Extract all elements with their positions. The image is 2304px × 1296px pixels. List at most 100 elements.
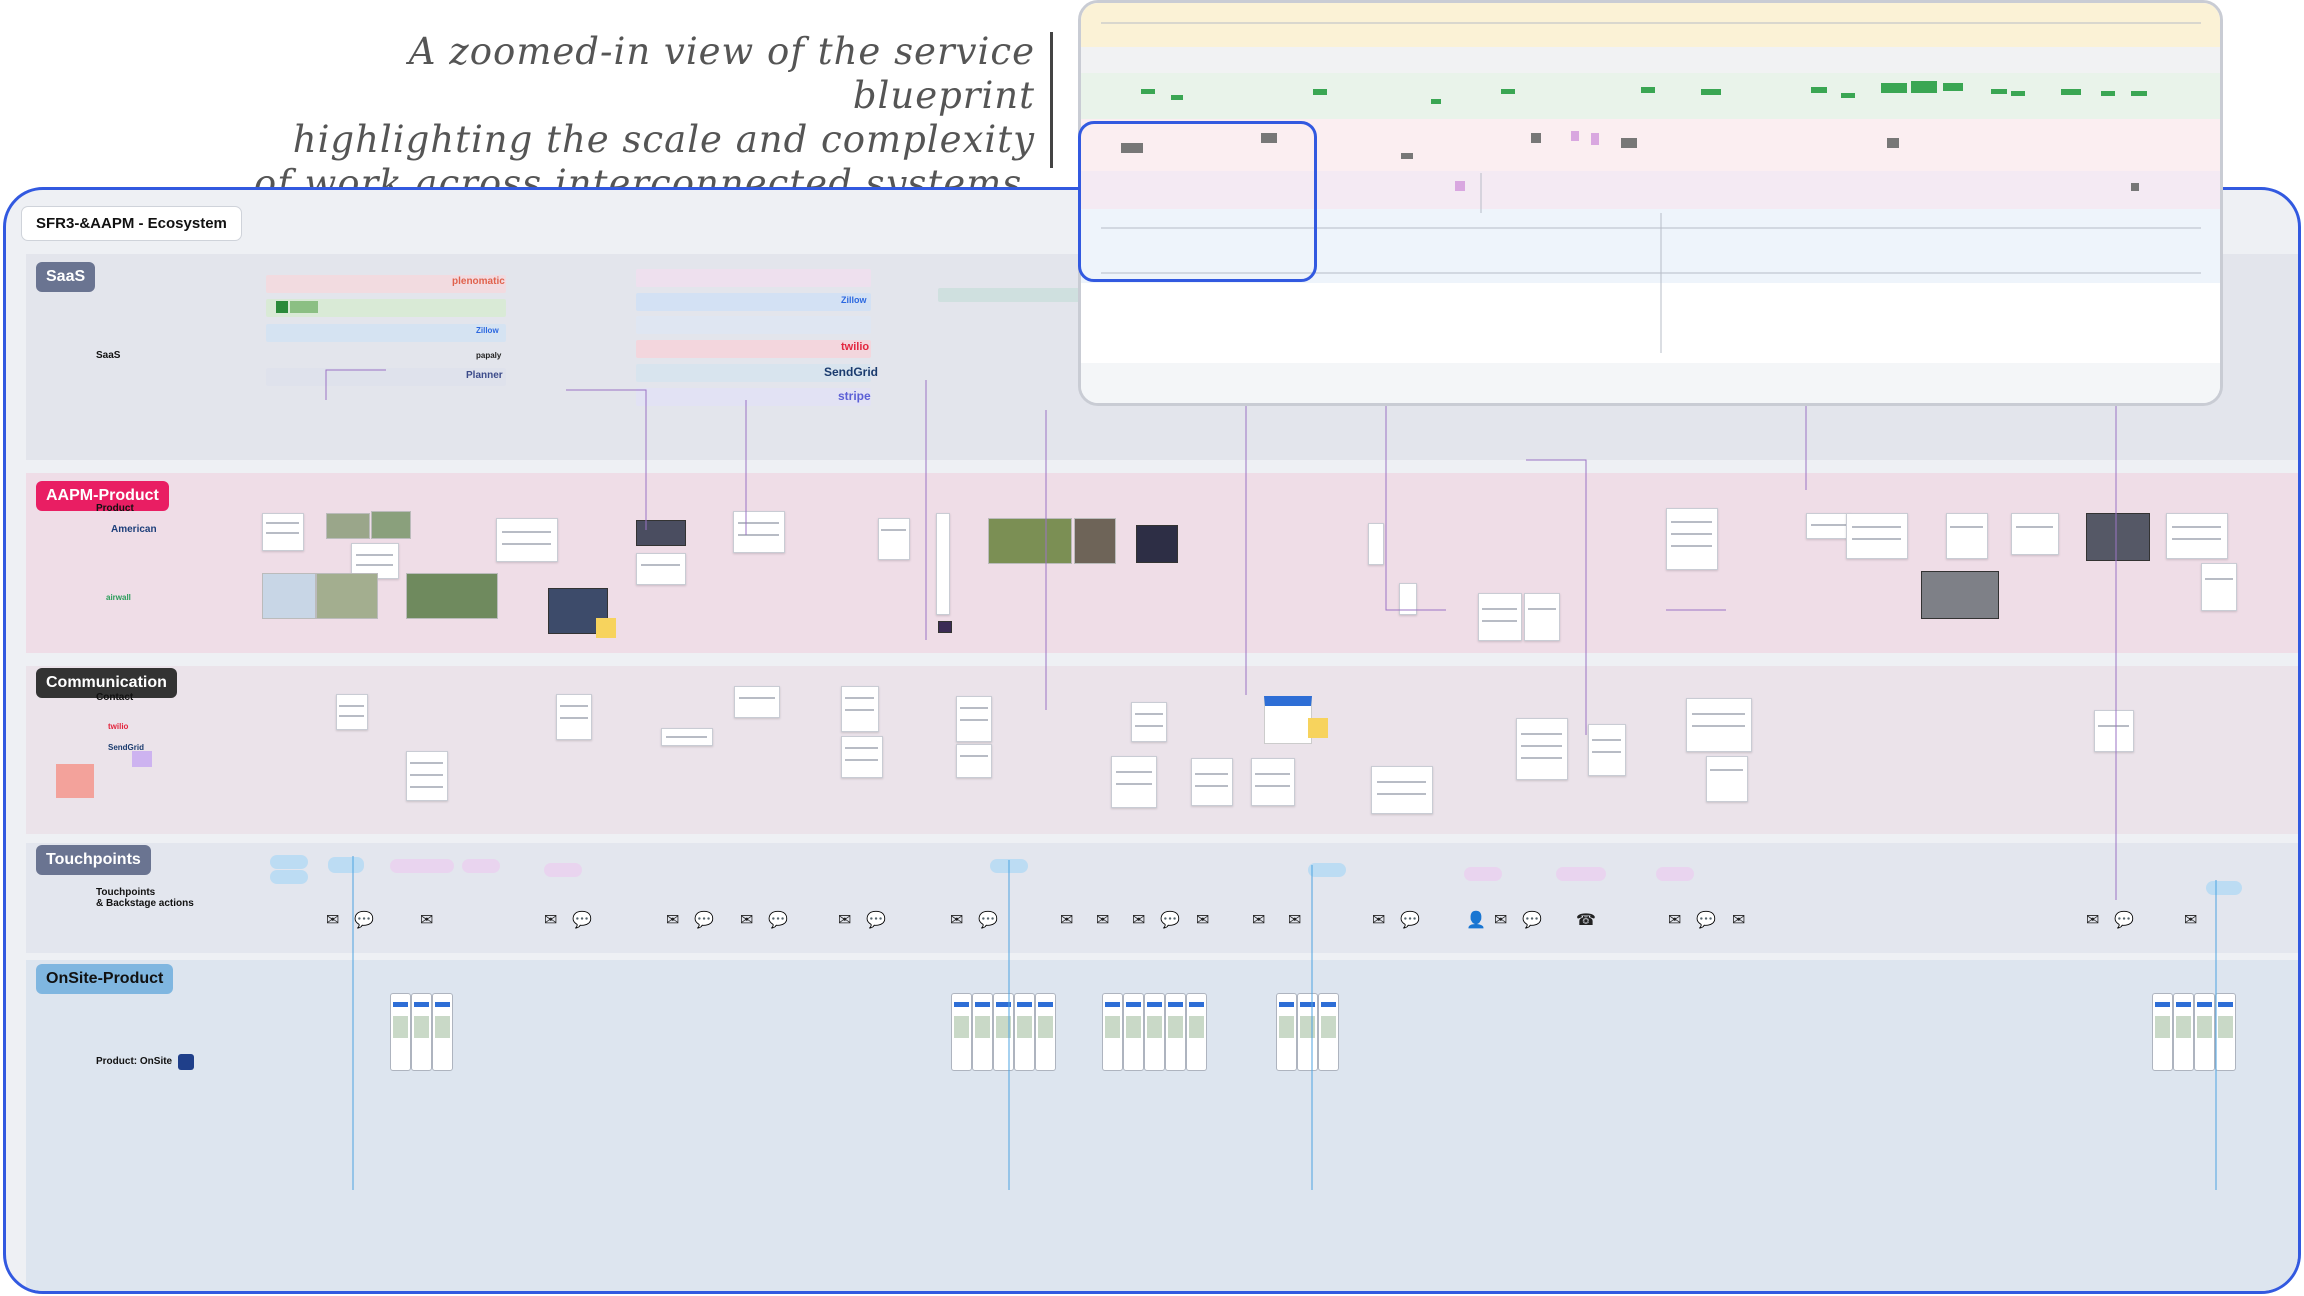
email-icon[interactable]: ✉: [1132, 910, 1146, 929]
onsite-phone-14[interactable]: [1276, 993, 1297, 1071]
email-icon[interactable]: ✉: [740, 910, 754, 929]
onsite-phone-15[interactable]: [1297, 993, 1318, 1071]
email-icon[interactable]: ✉: [420, 910, 434, 929]
touch-pill-2[interactable]: [270, 870, 308, 884]
onsite-phone-13[interactable]: [1186, 993, 1207, 1071]
comm-card-5[interactable]: [734, 686, 780, 718]
aapm-card-4[interactable]: [636, 553, 686, 585]
comm-card-13[interactable]: [1251, 758, 1295, 806]
email-icon[interactable]: ✉: [1060, 910, 1074, 929]
email-icon[interactable]: ✉: [1372, 910, 1386, 929]
comm-card-8[interactable]: [956, 696, 992, 742]
comm-card-17[interactable]: [1686, 698, 1752, 752]
sms-icon[interactable]: 💬: [2114, 910, 2134, 929]
onsite-phone-4[interactable]: [951, 993, 972, 1071]
phone-icon[interactable]: ☎: [1576, 910, 1596, 929]
onsite-phone-2[interactable]: [411, 993, 432, 1071]
onsite-phone-5[interactable]: [972, 993, 993, 1071]
comm-card-1[interactable]: [336, 694, 368, 730]
touch-pill-1[interactable]: [270, 855, 308, 869]
aapm-card-9[interactable]: [1399, 583, 1417, 615]
aapm-card-16[interactable]: [2011, 513, 2059, 555]
onsite-phone-12[interactable]: [1165, 993, 1186, 1071]
comm-card-10[interactable]: [1131, 702, 1167, 742]
sms-icon[interactable]: 💬: [866, 910, 886, 929]
overview-minimap[interactable]: [1078, 0, 2223, 406]
onsite-phone-11[interactable]: [1144, 993, 1165, 1071]
aapm-card-3[interactable]: [496, 518, 558, 562]
touch-pill-12[interactable]: [2206, 881, 2242, 895]
email-icon[interactable]: ✉: [1494, 910, 1508, 929]
onsite-phone-17[interactable]: [2152, 993, 2173, 1071]
email-icon[interactable]: ✉: [544, 910, 558, 929]
onsite-phone-20[interactable]: [2215, 993, 2236, 1071]
email-icon[interactable]: ✉: [1732, 910, 1746, 929]
sms-icon[interactable]: 💬: [768, 910, 788, 929]
touch-pill-8[interactable]: [1308, 863, 1346, 877]
onsite-phone-10[interactable]: [1123, 993, 1144, 1071]
onsite-phone-19[interactable]: [2194, 993, 2215, 1071]
sms-icon[interactable]: 💬: [354, 910, 374, 929]
user-icon[interactable]: 👤: [1466, 910, 1486, 929]
aapm-card-8[interactable]: [1368, 523, 1384, 565]
email-icon[interactable]: ✉: [838, 910, 852, 929]
sms-icon[interactable]: 💬: [1696, 910, 1716, 929]
touch-pill-3[interactable]: [328, 857, 364, 873]
email-icon[interactable]: ✉: [1288, 910, 1302, 929]
aapm-dark-card-4[interactable]: [1136, 525, 1178, 563]
touch-pill-9[interactable]: [1464, 867, 1502, 881]
email-icon[interactable]: ✉: [950, 910, 964, 929]
lane-tag-aapm[interactable]: AAPM-Product: [36, 481, 169, 511]
aapm-card-15[interactable]: [1946, 513, 1988, 559]
onsite-phone-18[interactable]: [2173, 993, 2194, 1071]
aapm-dark-card-6[interactable]: [1921, 571, 1999, 619]
comm-card-4[interactable]: [661, 728, 713, 746]
onsite-phone-16[interactable]: [1318, 993, 1339, 1071]
comm-card-3[interactable]: [406, 751, 448, 801]
comm-card-19[interactable]: [2094, 710, 2134, 752]
aapm-card-6[interactable]: [878, 518, 910, 560]
aapm-card-11[interactable]: [1524, 593, 1560, 641]
aapm-card-17[interactable]: [2166, 513, 2228, 559]
aapm-card-7[interactable]: [936, 513, 950, 615]
email-icon[interactable]: ✉: [326, 910, 340, 929]
aapm-card-5[interactable]: [733, 511, 785, 553]
comm-card-2[interactable]: [556, 694, 592, 740]
comm-card-6[interactable]: [841, 686, 879, 732]
aapm-dark-card-5[interactable]: [2086, 513, 2150, 561]
comm-card-12[interactable]: [1191, 758, 1233, 806]
comm-card-14[interactable]: [1371, 766, 1433, 814]
email-icon[interactable]: ✉: [2184, 910, 2198, 929]
sms-icon[interactable]: 💬: [978, 910, 998, 929]
aapm-card-10[interactable]: [1478, 593, 1522, 641]
email-icon[interactable]: ✉: [1252, 910, 1266, 929]
email-icon[interactable]: ✉: [1668, 910, 1682, 929]
aapm-card-14[interactable]: [1846, 513, 1908, 559]
sms-icon[interactable]: 💬: [1522, 910, 1542, 929]
sms-icon[interactable]: 💬: [1160, 910, 1180, 929]
touch-pill-11[interactable]: [1656, 867, 1694, 881]
onsite-phone-8[interactable]: [1035, 993, 1056, 1071]
comm-card-16[interactable]: [1588, 724, 1626, 776]
touch-pill-6[interactable]: [544, 863, 582, 877]
onsite-phone-1[interactable]: [390, 993, 411, 1071]
lane-tag-saas[interactable]: SaaS: [36, 262, 96, 292]
onsite-phone-7[interactable]: [1014, 993, 1035, 1071]
email-icon[interactable]: ✉: [1096, 910, 1110, 929]
touch-pill-10[interactable]: [1556, 867, 1606, 881]
lane-tag-comm[interactable]: Communication: [36, 668, 177, 698]
sms-icon[interactable]: 💬: [1400, 910, 1420, 929]
comm-card-18[interactable]: [1706, 756, 1748, 802]
aapm-card-1[interactable]: [262, 513, 304, 551]
email-icon[interactable]: ✉: [2086, 910, 2100, 929]
onsite-phone-9[interactable]: [1102, 993, 1123, 1071]
lane-tag-touch[interactable]: Touchpoints: [36, 845, 151, 875]
aapm-card-12[interactable]: [1666, 508, 1718, 570]
comm-card-15[interactable]: [1516, 718, 1568, 780]
email-icon[interactable]: ✉: [666, 910, 680, 929]
comm-card-7[interactable]: [841, 736, 883, 778]
aapm-dark-card-1[interactable]: [636, 520, 686, 546]
touch-pill-5[interactable]: [462, 859, 500, 873]
sms-icon[interactable]: 💬: [694, 910, 714, 929]
comm-card-9[interactable]: [956, 744, 992, 778]
